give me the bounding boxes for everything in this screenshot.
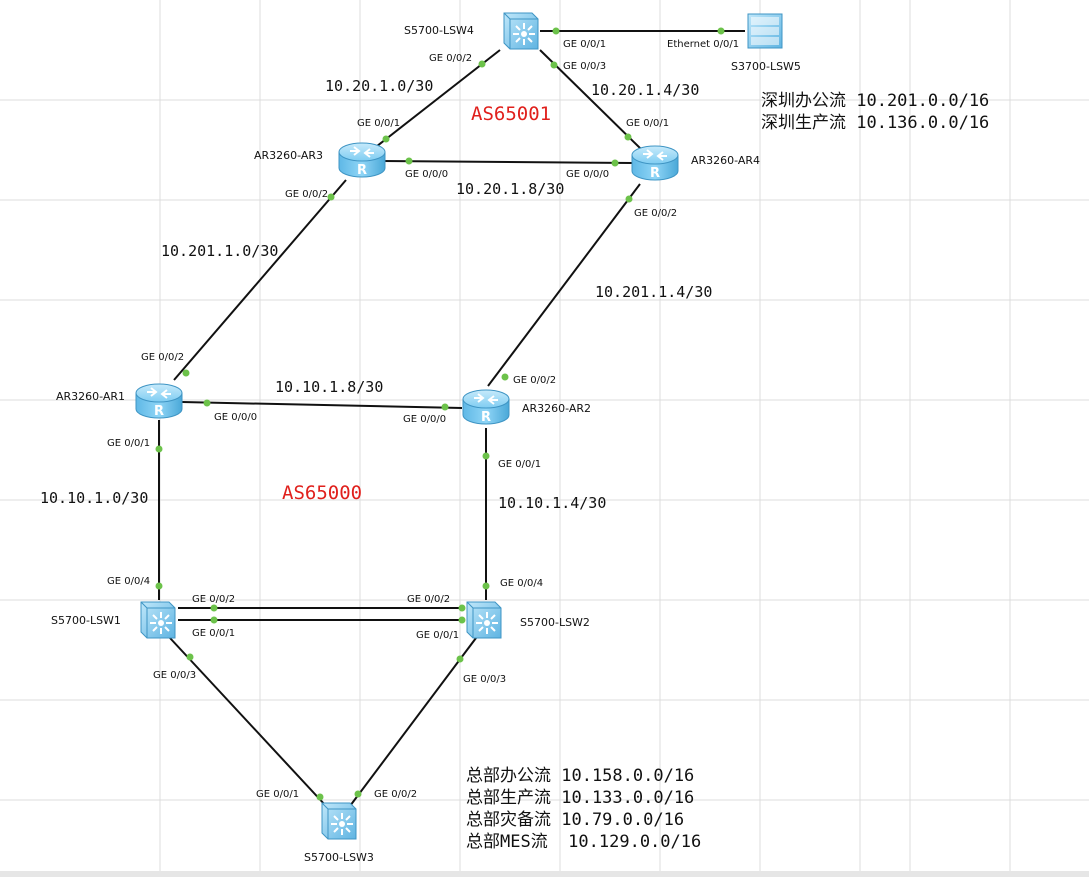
link-ar4-ar2[interactable]: [487, 183, 641, 387]
switch-lsw1-icon[interactable]: [140, 601, 176, 639]
port-label: GE 0/0/2: [192, 594, 235, 605]
port-label: GE 0/0/3: [463, 674, 506, 685]
device-label-ar3: AR3260-AR3: [254, 149, 323, 162]
device-label-lsw4: S5700-LSW4: [404, 24, 474, 37]
link-ar3-ar4[interactable]: [381, 160, 633, 164]
note-line: 总部MES流 10.129.0.0/16: [466, 832, 701, 852]
port-label: GE 0/0/1: [192, 628, 235, 639]
port-label: GE 0/0/2: [429, 53, 472, 64]
router-ar4-icon[interactable]: [630, 144, 680, 183]
port-label: GE 0/0/2: [513, 375, 556, 386]
subnet-label-ar1-ar2: 10.10.1.8/30: [275, 378, 383, 396]
link-ar3-ar1[interactable]: [173, 179, 347, 381]
as-label-65001: AS65001: [471, 103, 551, 125]
router-ar3-icon[interactable]: [337, 141, 387, 180]
subnet-label-ar2-lsw2: 10.10.1.4/30: [498, 494, 606, 512]
port-label: GE 0/0/2: [141, 352, 184, 363]
switch-lsw4-icon[interactable]: [503, 12, 539, 50]
port-label: GE 0/0/2: [634, 208, 677, 219]
device-label-lsw5: S3700-LSW5: [731, 60, 801, 73]
router-ar2-icon[interactable]: [461, 388, 511, 427]
note-line: 深圳办公流 10.201.0.0/16: [761, 91, 989, 111]
port-label: GE 0/0/1: [107, 438, 150, 449]
link-lsw4-ar3[interactable]: [371, 49, 501, 151]
as-label-65000: AS65000: [282, 482, 362, 504]
subnet-label-ar1-lsw1: 10.10.1.0/30: [40, 489, 148, 507]
port-label: GE 0/0/2: [407, 594, 450, 605]
note-line: 总部生产流 10.133.0.0/16: [466, 788, 694, 808]
port-label: Ethernet 0/0/1: [667, 39, 739, 50]
link-lsw1-lsw3[interactable]: [169, 637, 327, 807]
switch-lsw3-icon[interactable]: [321, 802, 357, 840]
device-labels: S5700-LSW4 S3700-LSW5 AR3260-AR3 AR3260-…: [51, 24, 801, 864]
port-label: GE 0/0/1: [256, 789, 299, 800]
hq-flows-note: 总部办公流 10.158.0.0/16 总部生产流 10.133.0.0/16 …: [466, 766, 701, 852]
port-label: GE 0/0/0: [403, 414, 446, 425]
subnet-label-ar4-ar2: 10.201.1.4/30: [595, 283, 712, 301]
device-label-ar4: AR3260-AR4: [691, 154, 760, 167]
port-label: GE 0/0/0: [405, 169, 448, 180]
port-label: GE 0/0/0: [214, 412, 257, 423]
subnet-label-ar3-ar4: 10.20.1.8/30: [456, 180, 564, 198]
port-label: GE 0/0/1: [357, 118, 400, 129]
note-line: 总部灾备流 10.79.0.0/16: [466, 810, 684, 830]
device-label-lsw1: S5700-LSW1: [51, 614, 121, 627]
device-label-lsw2: S5700-LSW2: [520, 616, 590, 629]
port-label: GE 0/0/3: [153, 670, 196, 681]
port-label: GE 0/0/2: [285, 189, 328, 200]
subnet-label-lsw4-ar4: 10.20.1.4/30: [591, 81, 699, 99]
link-lsw2-lsw3[interactable]: [349, 637, 477, 807]
switch-lsw5-icon[interactable]: [747, 13, 783, 49]
port-dots: [155, 27, 725, 801]
switch-lsw2-icon[interactable]: [466, 601, 502, 639]
note-line: 深圳生产流 10.136.0.0/16: [761, 113, 989, 133]
port-label: GE 0/0/1: [626, 118, 669, 129]
horizontal-scrollbar[interactable]: [0, 871, 1089, 877]
link-ar1-ar2[interactable]: [181, 401, 463, 409]
port-label: GE 0/0/0: [566, 169, 609, 180]
subnet-label-ar3-lsw4: 10.20.1.0/30: [325, 77, 433, 95]
subnet-labels: 10.20.1.0/30 10.20.1.4/30 10.20.1.8/30 1…: [40, 77, 712, 512]
port-label: GE 0/0/4: [500, 578, 543, 589]
subnet-label-ar3-ar1: 10.201.1.0/30: [161, 242, 278, 260]
port-label: GE 0/0/3: [563, 61, 606, 72]
shenzhen-flows-note: 深圳办公流 10.201.0.0/16 深圳生产流 10.136.0.0/16: [761, 91, 989, 133]
port-label: GE 0/0/1: [563, 39, 606, 50]
device-label-ar1: AR3260-AR1: [56, 390, 125, 403]
port-label: GE 0/0/4: [107, 576, 150, 587]
port-label: GE 0/0/1: [416, 630, 459, 641]
devices: [134, 12, 783, 840]
port-label: GE 0/0/1: [498, 459, 541, 470]
device-label-lsw3: S5700-LSW3: [304, 851, 374, 864]
router-ar1-icon[interactable]: [134, 382, 184, 421]
port-label: GE 0/0/2: [374, 789, 417, 800]
note-line: 总部办公流 10.158.0.0/16: [466, 766, 694, 786]
device-label-ar2: AR3260-AR2: [522, 402, 591, 415]
port-labels: GE 0/0/2 GE 0/0/1 GE 0/0/3 Ethernet 0/0/…: [107, 39, 739, 800]
